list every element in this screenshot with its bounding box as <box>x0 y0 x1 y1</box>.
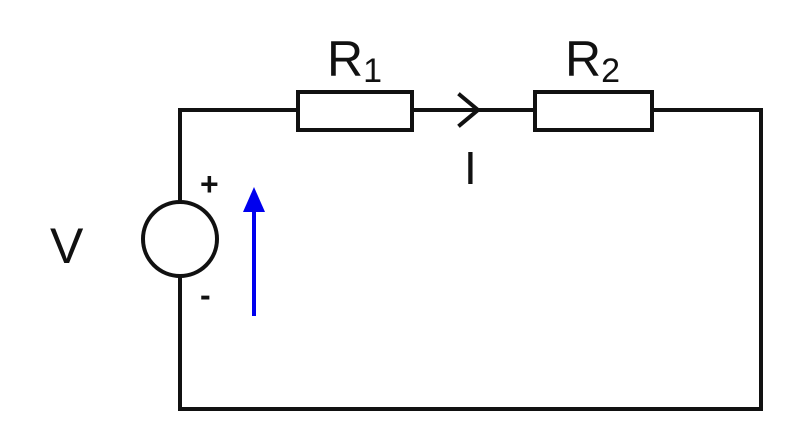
r2-symbol: R <box>565 31 601 87</box>
positive-terminal-label: + <box>200 166 219 202</box>
resistor-r2-label: R2 <box>565 31 620 90</box>
r2-subscript: 2 <box>601 52 620 90</box>
top-wire-right <box>178 108 763 411</box>
resistor-r2 <box>533 90 654 132</box>
current-label: I <box>464 142 477 194</box>
voltage-arrow-head <box>243 187 265 212</box>
negative-terminal-label: - <box>200 277 211 313</box>
resistor-r1 <box>296 90 414 132</box>
resistor-r1-label: R1 <box>327 31 382 90</box>
top-wire-left <box>178 108 300 202</box>
r1-subscript: 1 <box>363 52 382 90</box>
current-direction-arrow <box>457 92 482 128</box>
voltage-source <box>141 200 219 278</box>
voltage-label: V <box>50 218 84 274</box>
r1-symbol: R <box>327 31 363 87</box>
